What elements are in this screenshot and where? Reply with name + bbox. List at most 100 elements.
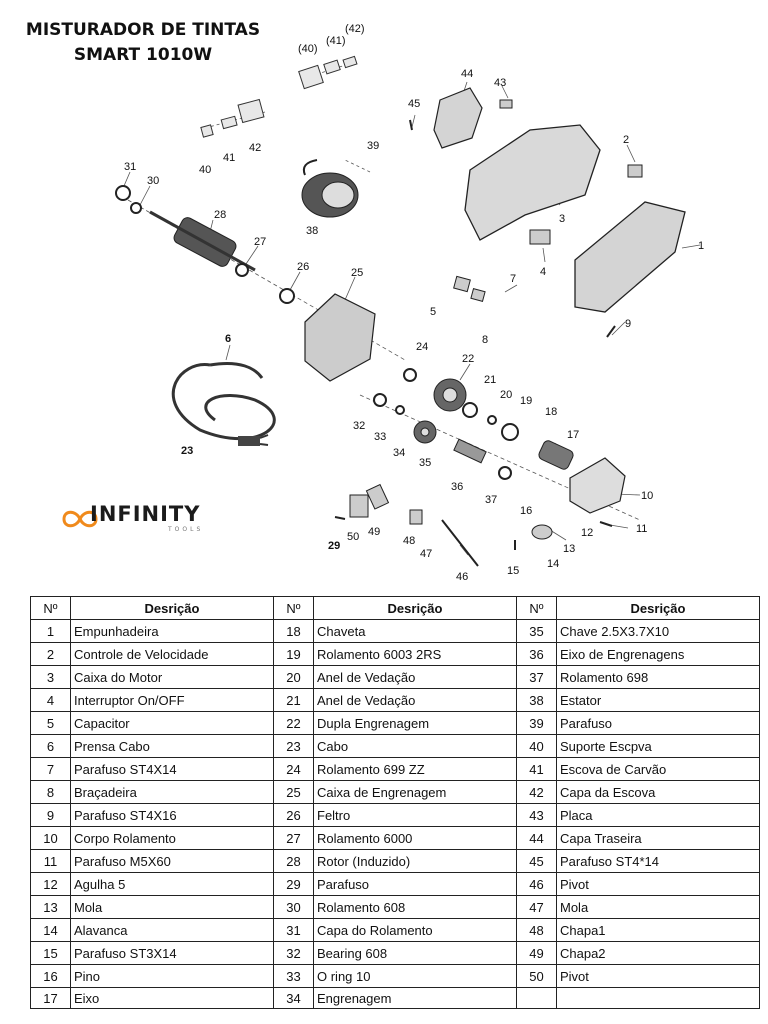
- part-description-cell: Caixa de Engrenagem: [313, 780, 517, 804]
- column-header-number: Nº: [273, 596, 314, 620]
- callout: 28: [214, 209, 226, 221]
- part-number-cell: 50: [516, 964, 557, 988]
- callout: 8: [482, 334, 488, 346]
- part-number-cell: 29: [273, 872, 314, 896]
- callout: (42): [345, 23, 365, 35]
- callout: 37: [485, 494, 497, 506]
- callout: 14: [547, 558, 559, 570]
- part-description-cell: Chapa2: [556, 941, 760, 965]
- part-description-cell: Pivot: [556, 872, 760, 896]
- part-description-cell: Cabo: [313, 734, 517, 758]
- part-number-cell: 19: [273, 642, 314, 666]
- part-number-cell: 12: [30, 872, 71, 896]
- part-number-cell: 7: [30, 757, 71, 781]
- callout: 16: [520, 505, 532, 517]
- part-number-cell: 28: [273, 849, 314, 873]
- callout: 4: [540, 266, 546, 278]
- callout: 13: [563, 543, 575, 555]
- part-number-cell: 42: [516, 780, 557, 804]
- part-description-cell: Capacitor: [70, 711, 274, 735]
- part-description-cell: Suporte Escpva: [556, 734, 760, 758]
- part-description-cell: Interruptor On/OFF: [70, 688, 274, 712]
- part-number-cell: 30: [273, 895, 314, 919]
- part-description-cell: Anel de Vedação: [313, 665, 517, 689]
- part-description-cell: Eixo: [70, 987, 274, 1009]
- part-number-cell: 43: [516, 803, 557, 827]
- part-number-cell: 18: [273, 619, 314, 643]
- part-number-cell: 39: [516, 711, 557, 735]
- part-description-cell: Rolamento 698: [556, 665, 760, 689]
- part-number-cell: 45: [516, 849, 557, 873]
- callout: 2: [623, 134, 629, 146]
- part-number-cell: 33: [273, 964, 314, 988]
- part-number-cell: 17: [30, 987, 71, 1009]
- part-description-cell: Estator: [556, 688, 760, 712]
- motor-housing-part: [464, 124, 601, 241]
- callout: 24: [416, 341, 428, 353]
- part-number-cell: 31: [273, 918, 314, 942]
- callout: 5: [430, 306, 436, 318]
- part-description-cell: Capa do Rolamento: [313, 918, 517, 942]
- exploded-view-diagram: (40) (41) (42) 44 43 45 40 41 42 39 2 31…: [115, 23, 704, 583]
- rotor-part: [149, 210, 256, 272]
- callout: 22: [462, 353, 474, 365]
- part-number-cell: 37: [516, 665, 557, 689]
- part-description-cell: Agulha 5: [70, 872, 274, 896]
- column-header-description: Desrição: [313, 596, 517, 620]
- callout: 25: [351, 267, 363, 279]
- part-description-cell: Alavanca: [70, 918, 274, 942]
- callout: 35: [419, 457, 431, 469]
- callout: 32: [353, 420, 365, 432]
- part-description-cell: Pivot: [556, 964, 760, 988]
- part-description-cell: Rolamento 699 ZZ: [313, 757, 517, 781]
- callout: 17: [567, 429, 579, 441]
- part-description-cell: Mola: [556, 895, 760, 919]
- callout: 6: [225, 333, 231, 345]
- infinity-tools-logo: INFINITY TOOLS: [60, 498, 220, 538]
- part-description-cell: Rolamento 6003 2RS: [313, 642, 517, 666]
- part-number-cell: 44: [516, 826, 557, 850]
- callout: 44: [461, 68, 473, 80]
- part-description-cell: Prensa Cabo: [70, 734, 274, 758]
- part-number-cell: 38: [516, 688, 557, 712]
- part-number-cell: 48: [516, 918, 557, 942]
- callout: 40: [199, 164, 211, 176]
- part-description-cell: Parafuso ST4X16: [70, 803, 274, 827]
- part-number-cell: 9: [30, 803, 71, 827]
- callout: 12: [581, 527, 593, 539]
- callout: (40): [298, 43, 318, 55]
- part-number-cell: 10: [30, 826, 71, 850]
- part-number-cell: 46: [516, 872, 557, 896]
- callout: 18: [545, 406, 557, 418]
- part-number-cell: 25: [273, 780, 314, 804]
- part-number-cell: 3: [30, 665, 71, 689]
- callout: 50: [347, 531, 359, 543]
- part-number-cell: 32: [273, 941, 314, 965]
- callout: 10: [641, 490, 653, 502]
- part-description-cell: Rolamento 608: [313, 895, 517, 919]
- part-number-cell: 47: [516, 895, 557, 919]
- callout: 49: [368, 526, 380, 538]
- part-number-cell: 34: [273, 987, 314, 1009]
- part-number-cell: 23: [273, 734, 314, 758]
- diagram-title: MISTURADOR DE TINTAS SMART 1010W: [18, 18, 268, 68]
- title-line-1: MISTURADOR DE TINTAS: [25, 20, 261, 40]
- part-description-cell: Placa: [556, 803, 760, 827]
- part-description-cell: Parafuso M5X60: [70, 849, 274, 873]
- part-description-cell: [556, 987, 760, 1009]
- part-number-cell: 16: [30, 964, 71, 988]
- part-number-cell: [516, 987, 557, 1009]
- callout: 27: [254, 236, 266, 248]
